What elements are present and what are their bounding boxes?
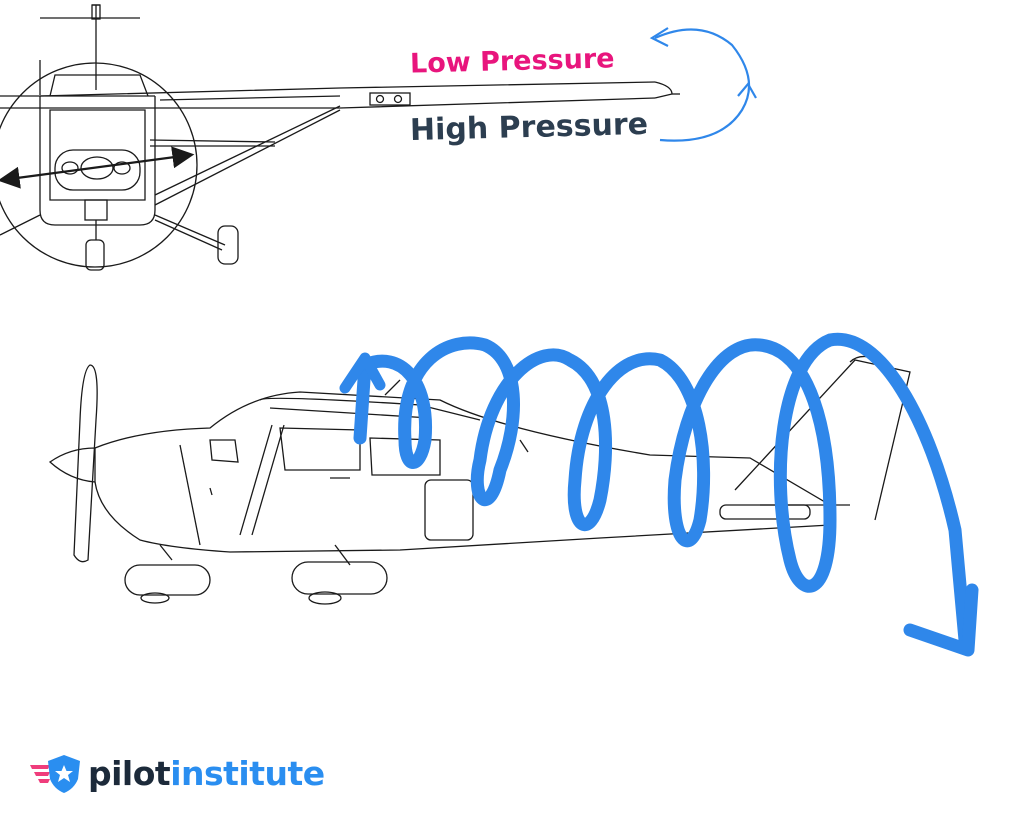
- low-pressure-label: Low Pressure: [409, 43, 615, 80]
- logo-word-pilot: pilot: [88, 753, 171, 793]
- winged-shield-star-icon: [30, 755, 80, 793]
- pilot-institute-logo: pilotinstitute: [28, 748, 325, 798]
- front-view-arrow: [0, 146, 195, 189]
- aircraft-side-view-icon: [48, 355, 911, 605]
- curved-arrow-icon: [649, 27, 757, 142]
- high-pressure-label: High Pressure: [409, 106, 649, 149]
- spiral-arrow-icon: [339, 332, 979, 657]
- logo-text: pilotinstitute: [88, 754, 325, 793]
- logo-word-institute: institute: [170, 753, 325, 793]
